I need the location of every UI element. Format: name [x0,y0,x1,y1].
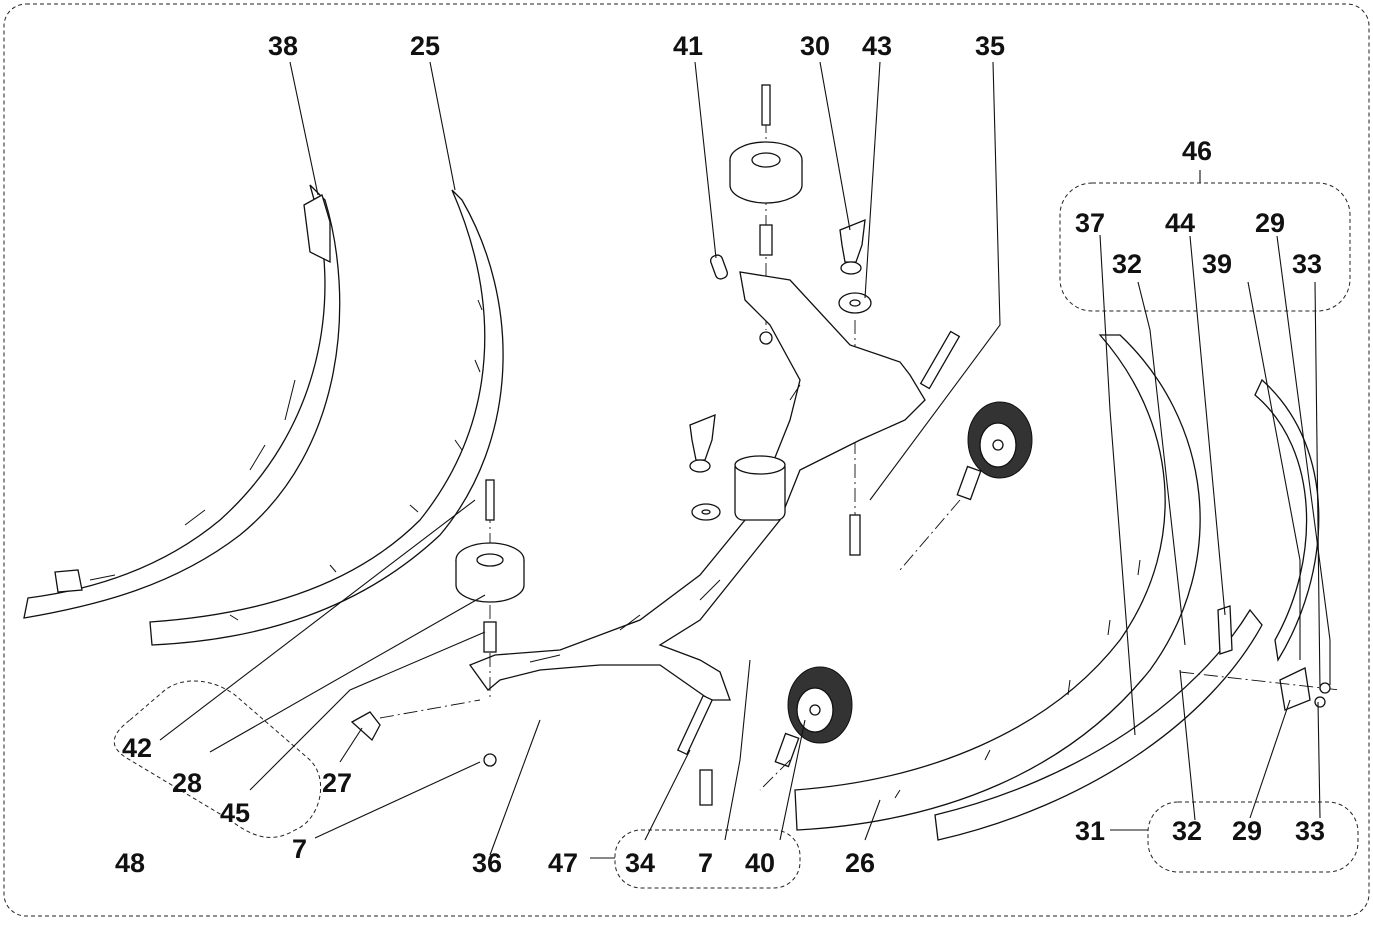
callout-34: 34 [625,848,655,878]
callout-31: 31 [1075,816,1105,846]
callout-26: 26 [845,848,875,878]
part-36-main-frame [468,271,926,701]
part-40-wheel-upper [899,401,1033,571]
callout-25: 25 [410,31,440,61]
callout-42: 42 [122,733,152,763]
part-39-curved-strip [1254,378,1320,662]
part-28-lower-roller [455,479,525,767]
callout-29-bottom: 29 [1232,816,1262,846]
callout-7-mid: 7 [698,848,713,878]
callout-35: 35 [975,31,1005,61]
callout-33-bottom: 33 [1295,816,1325,846]
callout-41: 41 [673,31,703,61]
group-47-outline [614,829,801,889]
group-48-outline [113,680,322,838]
part-35-bolt [849,330,961,556]
callout-30: 30 [800,31,830,61]
callout-27: 27 [322,768,352,798]
callout-labels: 38 25 41 30 43 35 46 37 44 29 32 39 33 4… [115,31,1325,878]
callout-46: 46 [1182,136,1212,166]
upper-roller-assembly [729,84,803,345]
part-27-knob [350,699,481,742]
frame-knob [689,413,721,521]
callout-39: 39 [1202,249,1232,279]
callout-7-left: 7 [292,834,307,864]
callout-37: 37 [1075,208,1105,238]
part-34-bolt [676,694,714,806]
callout-38: 38 [268,31,298,61]
part-25-curved-strip [149,189,504,646]
part-41-pin [710,254,728,280]
callout-40: 40 [745,848,775,878]
group-46-outline [1059,182,1351,312]
callout-45: 45 [220,798,250,828]
diagram-frame [3,3,1370,917]
callout-33-top: 33 [1292,249,1322,279]
part-29-bracket [1179,605,1341,711]
callout-32-top: 32 [1112,249,1142,279]
callout-29-top: 29 [1255,208,1285,238]
part-26-curved-strip [794,334,1201,831]
callout-28: 28 [172,768,202,798]
callout-43: 43 [862,31,892,61]
callout-36: 36 [472,848,502,878]
callout-32-bottom: 32 [1172,816,1202,846]
part-40-wheel-lower [759,666,853,791]
group-31-outline [1147,801,1359,873]
part-30-knob [839,218,866,275]
leader-lines [159,61,1331,859]
part-31-strip [934,608,1263,841]
callout-47: 47 [548,848,578,878]
callout-48: 48 [115,848,145,878]
part-38-curved-blade [23,184,341,619]
callout-44: 44 [1165,208,1195,238]
